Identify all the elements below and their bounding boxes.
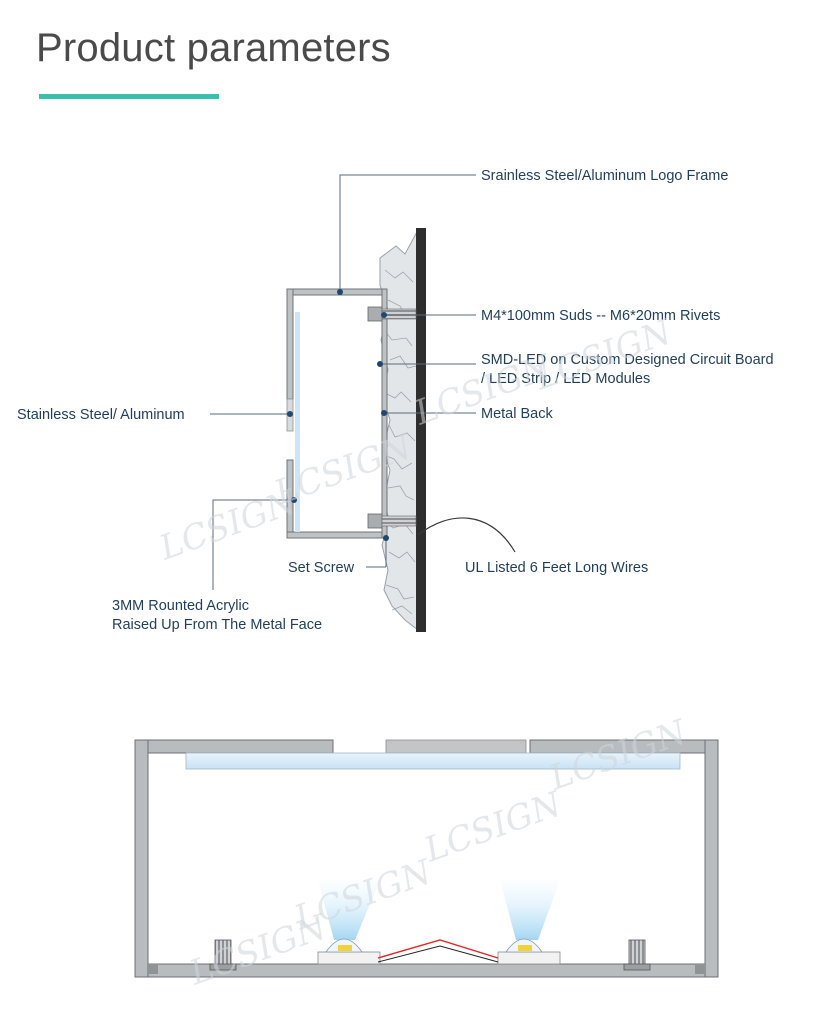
label-studs: M4*100mm Suds -- M6*20mm Rivets bbox=[481, 308, 720, 324]
acrylic-face-top bbox=[295, 312, 300, 532]
bottom-cross-section bbox=[134, 739, 719, 978]
watermark: LCSIGN bbox=[418, 784, 567, 871]
title-underline bbox=[39, 94, 219, 99]
wire-line bbox=[417, 517, 516, 553]
led-chip-icon bbox=[317, 938, 561, 965]
threaded-stud-icon bbox=[209, 939, 651, 971]
watermark: LCSIGN bbox=[543, 712, 692, 799]
label-set-screw: Set Screw bbox=[288, 560, 355, 576]
watermark: LCSIGN bbox=[183, 907, 332, 994]
threaded-stud-icon bbox=[367, 306, 417, 529]
label-smd-led-2: / LED Strip / LED Modules bbox=[481, 371, 650, 387]
label-acrylic-2: Raised Up From The Metal Face bbox=[112, 617, 322, 633]
label-metal-back: Metal Back bbox=[481, 406, 553, 422]
leader-dots bbox=[287, 289, 389, 541]
label-smd-led-1: SMD-LED on Custom Designed Circuit Board bbox=[481, 352, 774, 368]
label-wires: UL Listed 6 Feet Long Wires bbox=[465, 560, 648, 576]
label-logo-frame: Srainless Steel/Aluminum Logo Frame bbox=[481, 168, 728, 184]
label-acrylic-1: 3MM Rounted Acrylic bbox=[112, 598, 249, 614]
page-title: Product parameters bbox=[36, 26, 391, 70]
label-side: Stainless Steel/ Aluminum bbox=[17, 407, 185, 423]
leader-lines bbox=[210, 174, 476, 590]
